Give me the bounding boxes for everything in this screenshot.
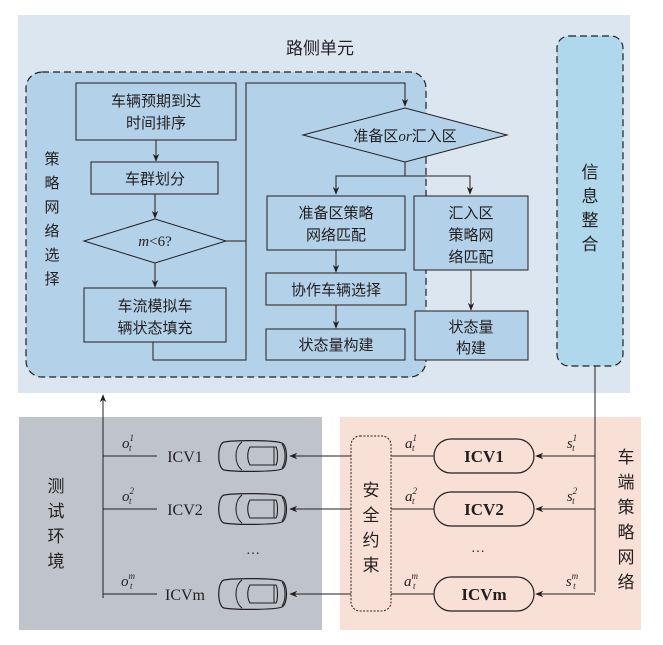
fill-box-line1: 车流模拟车 bbox=[117, 297, 192, 315]
merge-match-line3: 络匹配 bbox=[448, 248, 493, 266]
svg-text:网: 网 bbox=[44, 198, 59, 216]
car-icon bbox=[218, 440, 288, 472]
svg-text:约: 约 bbox=[363, 531, 380, 551]
svg-text:略: 略 bbox=[618, 523, 635, 543]
merge-match-line2: 策略网 bbox=[448, 226, 493, 244]
info-integration-box bbox=[556, 35, 624, 367]
test-env-ellipsis: … bbox=[246, 543, 260, 558]
svg-text:络: 络 bbox=[618, 573, 635, 593]
svg-text:全: 全 bbox=[363, 506, 380, 526]
merge-match-line1: 汇入区 bbox=[448, 204, 493, 222]
merge-state-line1: 状态量 bbox=[448, 318, 493, 336]
svg-text:络: 络 bbox=[44, 222, 59, 240]
svg-text:安: 安 bbox=[363, 481, 380, 501]
decision-m-label: m<6? bbox=[138, 234, 172, 250]
zone-decision-diamond bbox=[301, 107, 509, 163]
vehicle-name: ICVm bbox=[165, 587, 206, 604]
svg-text:策: 策 bbox=[44, 150, 59, 168]
svg-text:合: 合 bbox=[582, 235, 599, 255]
svg-text:息: 息 bbox=[582, 187, 599, 207]
merge-state-box bbox=[414, 310, 529, 361]
policy-selection-label: 策 略 网 络 选 择 bbox=[44, 150, 59, 288]
svg-text:择: 择 bbox=[44, 270, 59, 288]
merge-state-line2: 构建 bbox=[456, 339, 486, 357]
svg-text:选: 选 bbox=[44, 246, 59, 264]
svg-text:网: 网 bbox=[618, 548, 635, 568]
agent-capsule bbox=[433, 576, 535, 612]
svg-text:信: 信 bbox=[582, 163, 599, 183]
prep-state-box bbox=[265, 328, 406, 361]
merge-match-box bbox=[413, 195, 529, 271]
sort-box bbox=[75, 82, 237, 141]
coop-select-box bbox=[265, 272, 407, 306]
roadside-unit-title: 路侧单元 bbox=[286, 39, 354, 59]
zone-decision-label: 准备区or汇入区 bbox=[353, 127, 456, 145]
prep-match-line2: 网络匹配 bbox=[306, 226, 366, 244]
agent-capsule bbox=[433, 491, 535, 527]
svg-text:测: 测 bbox=[48, 477, 65, 497]
agent-name: ICV1 bbox=[464, 447, 504, 466]
svg-text:策: 策 bbox=[618, 498, 635, 518]
safety-constraint-box bbox=[350, 435, 392, 612]
fill-box bbox=[83, 287, 227, 343]
svg-text:整: 整 bbox=[582, 211, 599, 231]
agent-name: ICVm bbox=[461, 585, 506, 604]
prep-match-line1: 准备区策略 bbox=[298, 204, 373, 222]
svg-text:试: 试 bbox=[48, 502, 65, 522]
car-icon bbox=[218, 578, 288, 610]
test-environment-label: 测 试 环 境 bbox=[48, 477, 65, 572]
agent-capsule bbox=[433, 438, 535, 474]
vehicle-ellipsis: … bbox=[471, 541, 485, 556]
svg-text:境: 境 bbox=[48, 552, 65, 572]
sort-box-line2: 时间排序 bbox=[126, 114, 186, 132]
svg-text:端: 端 bbox=[618, 473, 635, 493]
prep-state-label: 状态量构建 bbox=[298, 336, 373, 354]
sort-box-line1: 车辆预期到达 bbox=[111, 92, 201, 110]
safety-constraint-label: 安 全 约 束 bbox=[363, 481, 380, 576]
svg-text:车: 车 bbox=[618, 448, 635, 468]
svg-text:略: 略 bbox=[44, 174, 59, 192]
vehicle-name: ICV1 bbox=[167, 449, 203, 466]
connector-to-zone-decision bbox=[152, 82, 409, 361]
car-icon bbox=[218, 493, 288, 525]
svg-text:束: 束 bbox=[363, 556, 380, 576]
arrow-to-merge-match bbox=[405, 175, 474, 195]
agent-name: ICV2 bbox=[464, 500, 504, 519]
svg-text:环: 环 bbox=[48, 527, 65, 547]
fill-box-line2: 辆状态填充 bbox=[117, 319, 192, 337]
vehicle-policy-label: 车 端 策 略 网 络 bbox=[618, 448, 635, 593]
coop-select-label: 协作车辆选择 bbox=[291, 281, 381, 299]
arrow-to-prep-match bbox=[332, 162, 406, 195]
platoon-box-label: 车群划分 bbox=[125, 170, 185, 188]
info-integration-label: 信 息 整 合 bbox=[582, 163, 599, 255]
vehicle-name: ICV2 bbox=[167, 502, 203, 519]
